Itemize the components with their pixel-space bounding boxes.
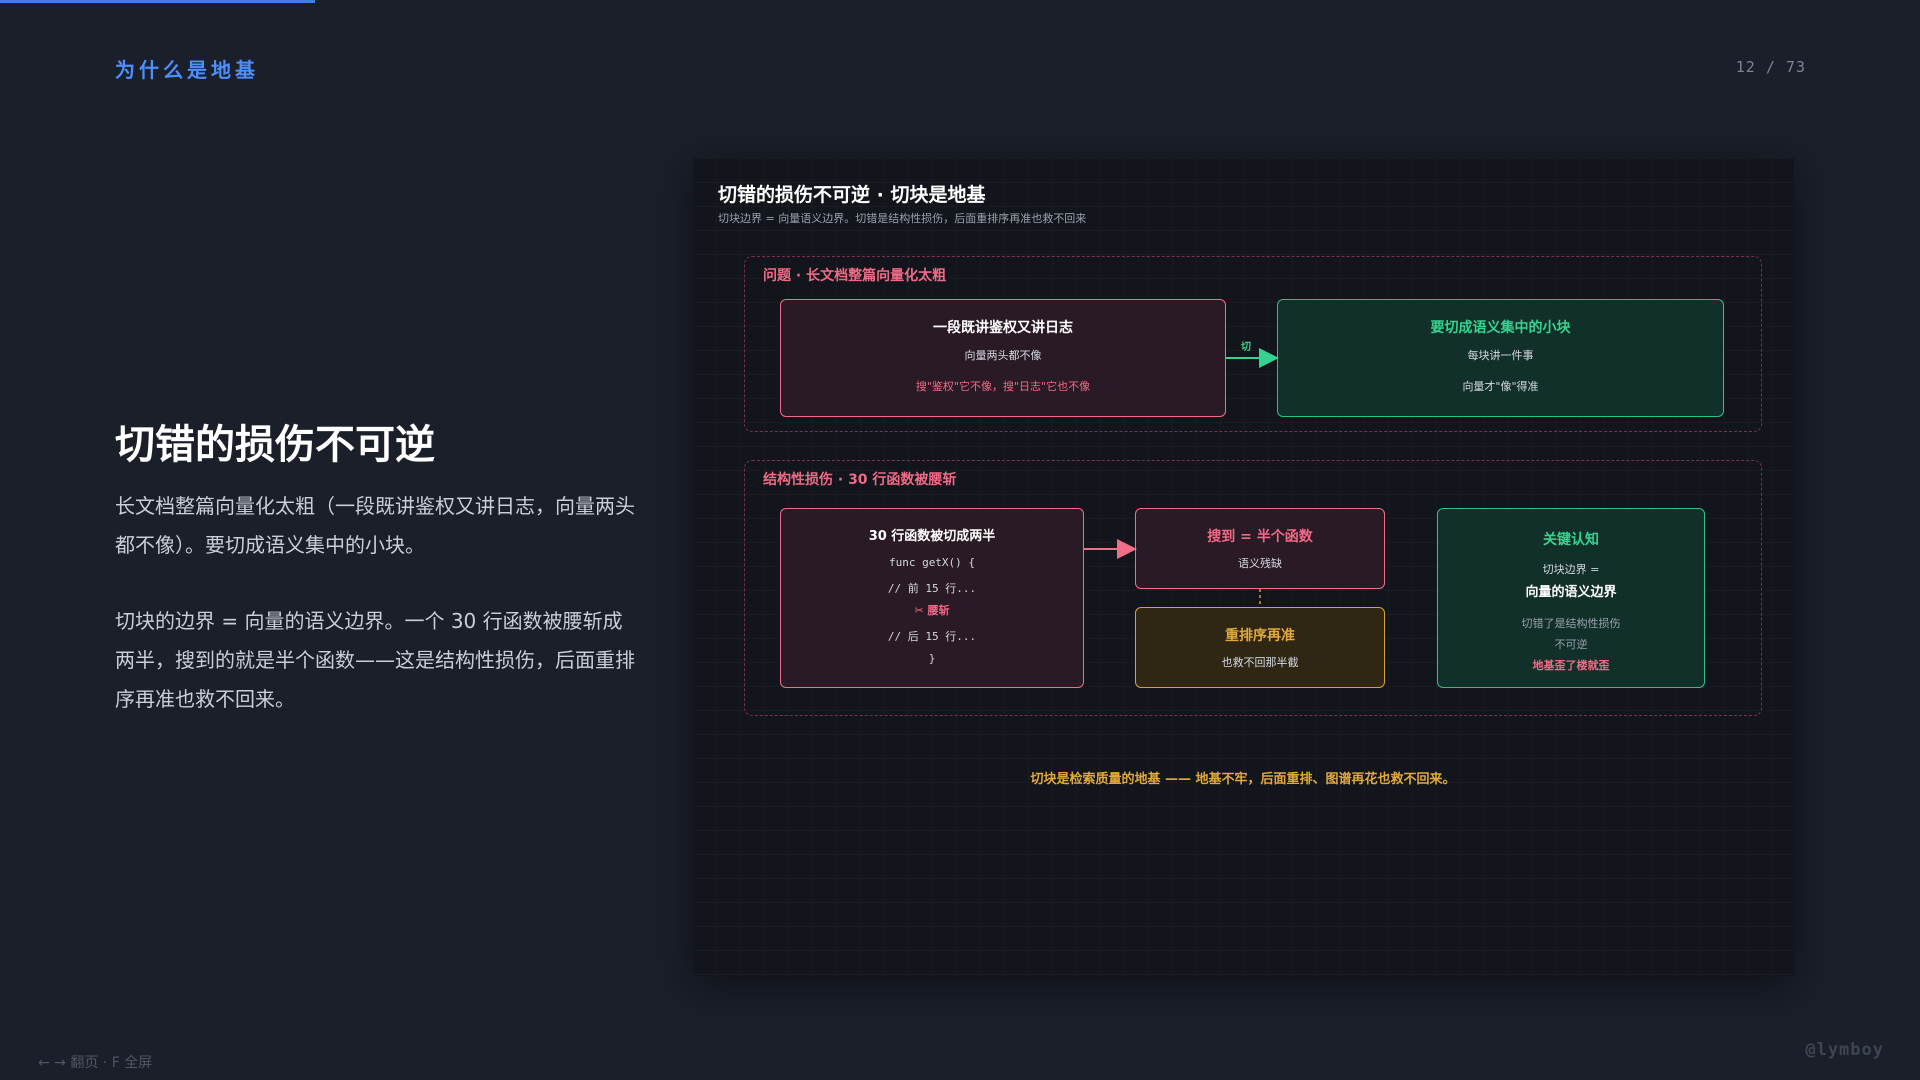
diagram-panel: 切错的损伤不可逆 · 切块是地基 切块边界 = 向量语义边界。切错是结构性损伤，… — [692, 158, 1794, 976]
box-text: 切块边界 = — [1542, 563, 1600, 576]
code-line: func getX() { — [888, 556, 976, 569]
half-function-box: 搜到 = 半个函数 语义残缺 — [1135, 508, 1385, 589]
box-text: 向量才"像"得准 — [1462, 380, 1539, 393]
rerank-box: 重排序再准 也救不回那半截 — [1135, 607, 1385, 688]
box-title: 重排序再准 — [1225, 628, 1295, 644]
box-text: 向量两头都不像 — [964, 349, 1042, 362]
body-paragraph: 切块的边界 = 向量的语义边界。一个 30 行函数被腰斩成两半，搜到的就是半个函… — [115, 609, 635, 711]
group-label: 结构性损伤 · 30 行函数被腰斩 — [763, 472, 957, 488]
box-text: 也救不回那半截 — [1221, 656, 1299, 669]
box-text: 向量的语义边界 — [1525, 585, 1617, 600]
page-counter: 12 / 73 — [1735, 58, 1806, 76]
problem-group: 问题 · 长文档整篇向量化太粗 — [744, 256, 1762, 432]
author-watermark: @lymboy — [1805, 1040, 1884, 1060]
navigation-hint: ← → 翻页 · F 全屏 — [38, 1055, 153, 1071]
diagram-conclusion: 切块是检索质量的地基 —— 地基不牢，后面重排、图谱再花也救不回来。 — [1030, 772, 1456, 787]
box-text: 语义残缺 — [1238, 557, 1282, 570]
box-text: 不可逆 — [1554, 638, 1588, 651]
box-text: 地基歪了楼就歪 — [1532, 659, 1610, 672]
box-title: 要切成语义集中的小块 — [1430, 320, 1571, 336]
cut-marker: ✂ 腰斩 — [914, 604, 950, 617]
box-title: 搜到 = 半个函数 — [1207, 529, 1313, 545]
mixed-paragraph-box: 一段既讲鉴权又讲日志 向量两头都不像 搜"鉴权"它不像，搜"日志"它也不像 — [780, 299, 1226, 417]
box-text: 每块讲一件事 — [1467, 349, 1534, 362]
box-title: 一段既讲鉴权又讲日志 — [933, 320, 1073, 336]
group-label: 问题 · 长文档整篇向量化太粗 — [763, 268, 947, 284]
diagram-title: 切错的损伤不可逆 · 切块是地基 — [718, 184, 986, 206]
section-title: 为什么是地基 — [115, 58, 259, 82]
box-text: 切错了是结构性损伤 — [1521, 617, 1621, 630]
damage-group: 结构性损伤 · 30 行函数被腰斩 — [744, 460, 1762, 716]
cut-arrow-label: 切 — [1241, 342, 1251, 353]
connector-arrows — [1084, 348, 1279, 607]
body-paragraph: 长文档整篇向量化太粗（一段既讲鉴权又讲日志，向量两头都不像）。要切成语义集中的小… — [115, 494, 635, 557]
split-function-box: 30 行函数被切成两半 func getX() { // 前 15 行... ✂… — [780, 508, 1084, 688]
code-line: // 后 15 行... — [887, 630, 977, 643]
semantic-chunk-box: 要切成语义集中的小块 每块讲一件事 向量才"像"得准 — [1277, 299, 1724, 417]
box-text: 搜"鉴权"它不像，搜"日志"它也不像 — [915, 380, 1091, 393]
code-line: // 前 15 行... — [887, 582, 977, 595]
progress-bar-fill — [0, 0, 315, 3]
code-line: } — [928, 652, 936, 665]
box-title: 关键认知 — [1543, 532, 1599, 548]
slide-heading: 切错的损伤不可逆 — [115, 422, 435, 468]
diagram-subtitle: 切块边界 = 向量语义边界。切错是结构性损伤，后面重排序再准也救不回来 — [718, 212, 1087, 225]
box-title: 30 行函数被切成两半 — [868, 529, 996, 544]
key-insight-box: 关键认知 切块边界 = 向量的语义边界 切错了是结构性损伤 不可逆 地基歪了楼就… — [1437, 508, 1705, 688]
progress-bar — [0, 0, 1920, 3]
